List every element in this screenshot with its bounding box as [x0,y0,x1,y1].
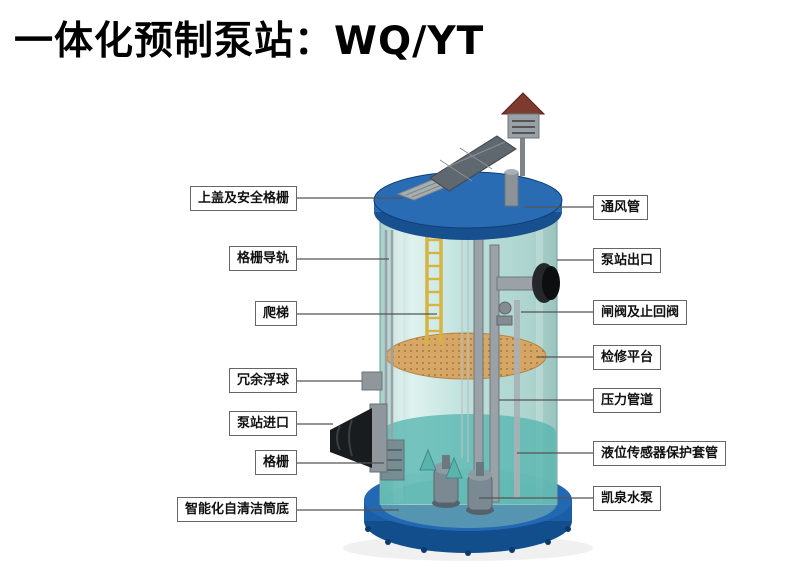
label-text: 检修平台 [601,350,654,365]
label-self-cleaning-bottom: 智能化自清洁筒底 [176,497,297,522]
label-text: 凯泉水泵 [601,491,654,506]
label-service-platform: 检修平台 [593,345,662,370]
label-text: 闸阀及止回阀 [601,305,680,320]
label-text: 压力管道 [601,393,654,408]
label-grille-guide-rail: 格栅导轨 [228,246,297,271]
label-text: 液位传感器保护套管 [601,446,719,461]
cover-panel [429,135,517,192]
submersible-pumps [432,455,494,515]
label-text: 上盖及安全格栅 [197,191,289,206]
access-ladder [425,232,443,345]
level-sensor-sleeve [514,300,520,498]
label-grille: 格栅 [254,450,297,475]
label-redundant-float: 冗余浮球 [228,368,297,393]
label-top-cover-safety-grille: 上盖及安全格栅 [189,186,297,211]
label-gate-check-valve: 闸阀及止回阀 [593,300,688,325]
outlet-pipe [496,263,560,303]
label-text: 智能化自清洁筒底 [184,502,289,517]
label-pressure-pipe: 压力管道 [593,388,662,413]
vent-cap-house [500,92,546,139]
tank-lid [373,171,563,240]
label-text: 冗余浮球 [236,373,289,388]
label-vent-pipe: 通风管 [593,195,649,220]
label-text: 泵站进口 [236,416,289,431]
label-pump-inlet: 泵站进口 [228,411,297,436]
label-text: 通风管 [601,200,641,215]
label-text: 格栅导轨 [236,251,289,266]
float-junction-box [361,371,383,391]
gate-check-valves [496,301,513,326]
lifting-cables [461,216,469,462]
label-level-sensor-sleeve: 液位传感器保护套管 [593,441,727,466]
label-ladder: 爬梯 [254,301,297,326]
base-bolts [365,526,571,556]
label-text: 泵站出口 [601,253,654,268]
label-pump-outlet: 泵站出口 [593,248,662,273]
float-balls [419,448,463,479]
vent-pipe [504,126,525,207]
inlet-pipe [330,403,388,473]
service-platform [385,332,547,380]
label-text: 格栅 [262,455,289,470]
label-text: 爬梯 [262,306,289,321]
label-kaiquan-pump: 凯泉水泵 [593,486,662,511]
page-title: 一体化预制泵站：WQ/YT [14,19,485,64]
leader-lines [297,197,593,511]
